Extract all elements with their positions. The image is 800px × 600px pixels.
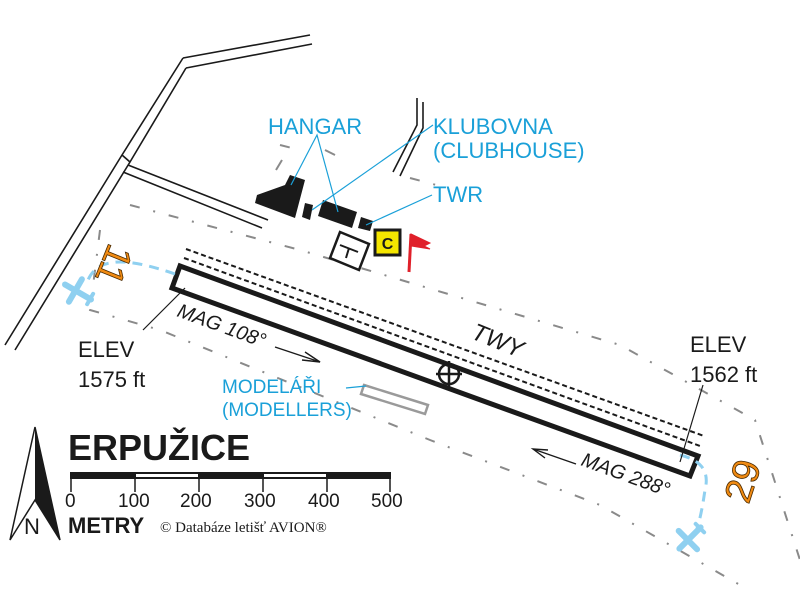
airfield-boundary <box>88 144 800 586</box>
leader-lines <box>290 124 434 226</box>
heading-arrow-west <box>530 448 577 465</box>
scale-unit: METRY <box>68 513 145 538</box>
elev-east-value: 1562 ft <box>690 362 757 387</box>
scale-tick-400: 400 <box>308 491 340 512</box>
scale-tick-0: 0 <box>65 491 76 512</box>
elev-west-label: ELEV <box>78 337 135 362</box>
signal-area-icon <box>328 230 371 272</box>
customs-badge-label: C <box>382 236 394 253</box>
copyright: © Databáze letišť AVION® <box>160 520 327 536</box>
scale-tick-500: 500 <box>371 491 403 512</box>
tower-building <box>358 217 373 231</box>
aircraft-icon-west <box>62 276 96 307</box>
taxiway-edges <box>183 248 705 447</box>
elev-east-label: ELEV <box>690 332 747 357</box>
clubhouse-building <box>302 203 313 220</box>
taxiway-label: TWY <box>468 319 529 365</box>
road-west <box>4 34 313 351</box>
heading-arrow-east <box>274 346 321 363</box>
clubhouse-label-1: KLUBOVNA <box>433 114 553 139</box>
road-north <box>392 98 424 177</box>
runway-designator-11: 11 <box>86 238 140 290</box>
north-arrow-icon: N <box>9 426 61 541</box>
scale-tick-200: 200 <box>180 491 212 512</box>
clubhouse-label-2: (CLUBHOUSE) <box>433 138 585 163</box>
elev-west-value: 1575 ft <box>78 367 145 392</box>
boundary-north-stub <box>275 149 336 171</box>
scale-tick-300: 300 <box>244 491 276 512</box>
scale-tick-100: 100 <box>118 491 150 512</box>
airfield-name: ERPUŽICE <box>68 426 250 468</box>
hangar-2 <box>318 200 357 228</box>
tower-label: TWR <box>433 182 483 207</box>
customs-badge: C <box>373 228 402 257</box>
runway <box>168 262 702 480</box>
elev-east-leader <box>679 384 704 463</box>
modellers-area <box>345 383 430 416</box>
runway-designator-29: 29 <box>717 455 770 508</box>
north-label: N <box>24 514 40 539</box>
windsock-icon <box>407 233 432 273</box>
modellers-label-2: (MODELLERS) <box>222 400 352 421</box>
modellers-label-1: MODELÁŘI <box>222 376 321 398</box>
buildings <box>255 175 373 231</box>
elev-west-leader <box>142 287 186 331</box>
hangar-1 <box>255 175 305 218</box>
circuit-pattern <box>86 260 708 536</box>
hangar-label: HANGAR <box>268 114 362 139</box>
scale-bar: 0 100 200 300 400 500 <box>65 472 403 512</box>
aircraft-icon-east <box>675 521 707 553</box>
aerodrome-reference-point-icon <box>436 361 462 387</box>
